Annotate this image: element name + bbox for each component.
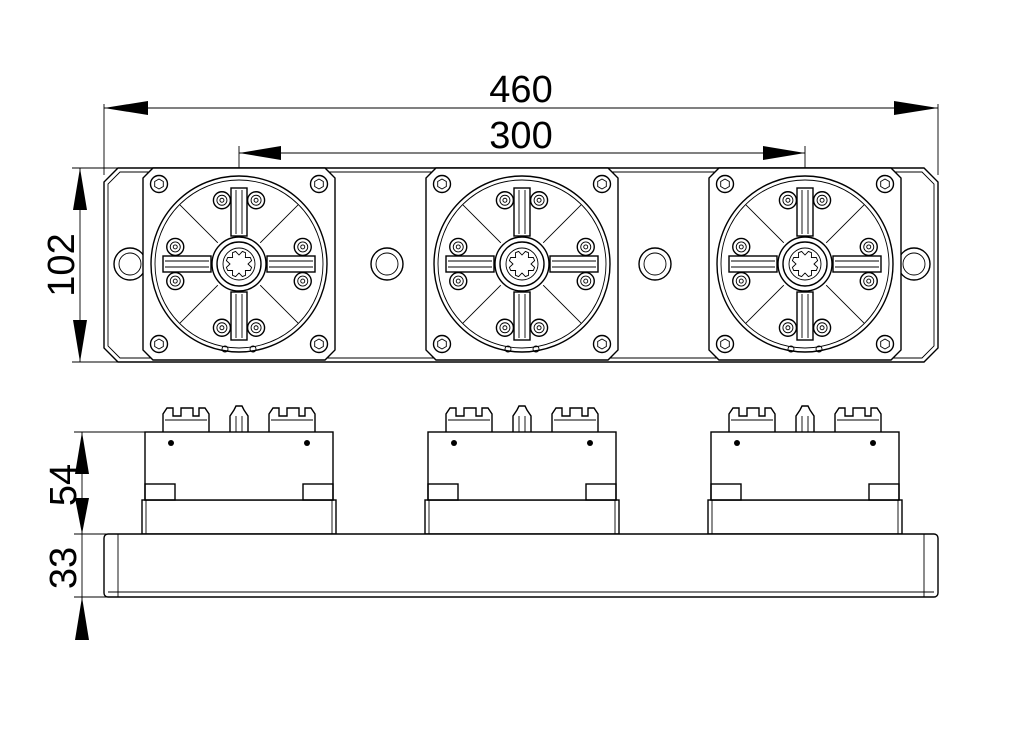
dimension-chuck-pitch: 300 <box>238 115 806 252</box>
base-height-label: 33 <box>43 547 85 589</box>
top-view <box>103 167 939 363</box>
chuck-top-3 <box>708 167 902 361</box>
dimension-overall-width: 460 <box>103 69 939 175</box>
dimension-base-height: 33 <box>43 534 110 640</box>
dimension-chuck-height: 54 <box>43 431 150 535</box>
chuck-front-1 <box>141 405 337 535</box>
chuck-pitch-label: 300 <box>489 115 552 157</box>
chuck-front-3 <box>707 405 903 535</box>
chuck-top-1 <box>142 167 336 361</box>
front-view-base <box>103 533 939 598</box>
chuck-front-2 <box>424 405 620 535</box>
plate-height-label: 102 <box>41 233 83 296</box>
overall-width-label: 460 <box>489 69 552 111</box>
dimension-plate-height: 102 <box>41 167 118 363</box>
chuck-height-label: 54 <box>43 464 85 506</box>
middle-bushing-left <box>370 247 404 281</box>
front-view <box>103 405 939 598</box>
middle-bushing-right <box>638 247 672 281</box>
chuck-top-2 <box>425 167 619 361</box>
